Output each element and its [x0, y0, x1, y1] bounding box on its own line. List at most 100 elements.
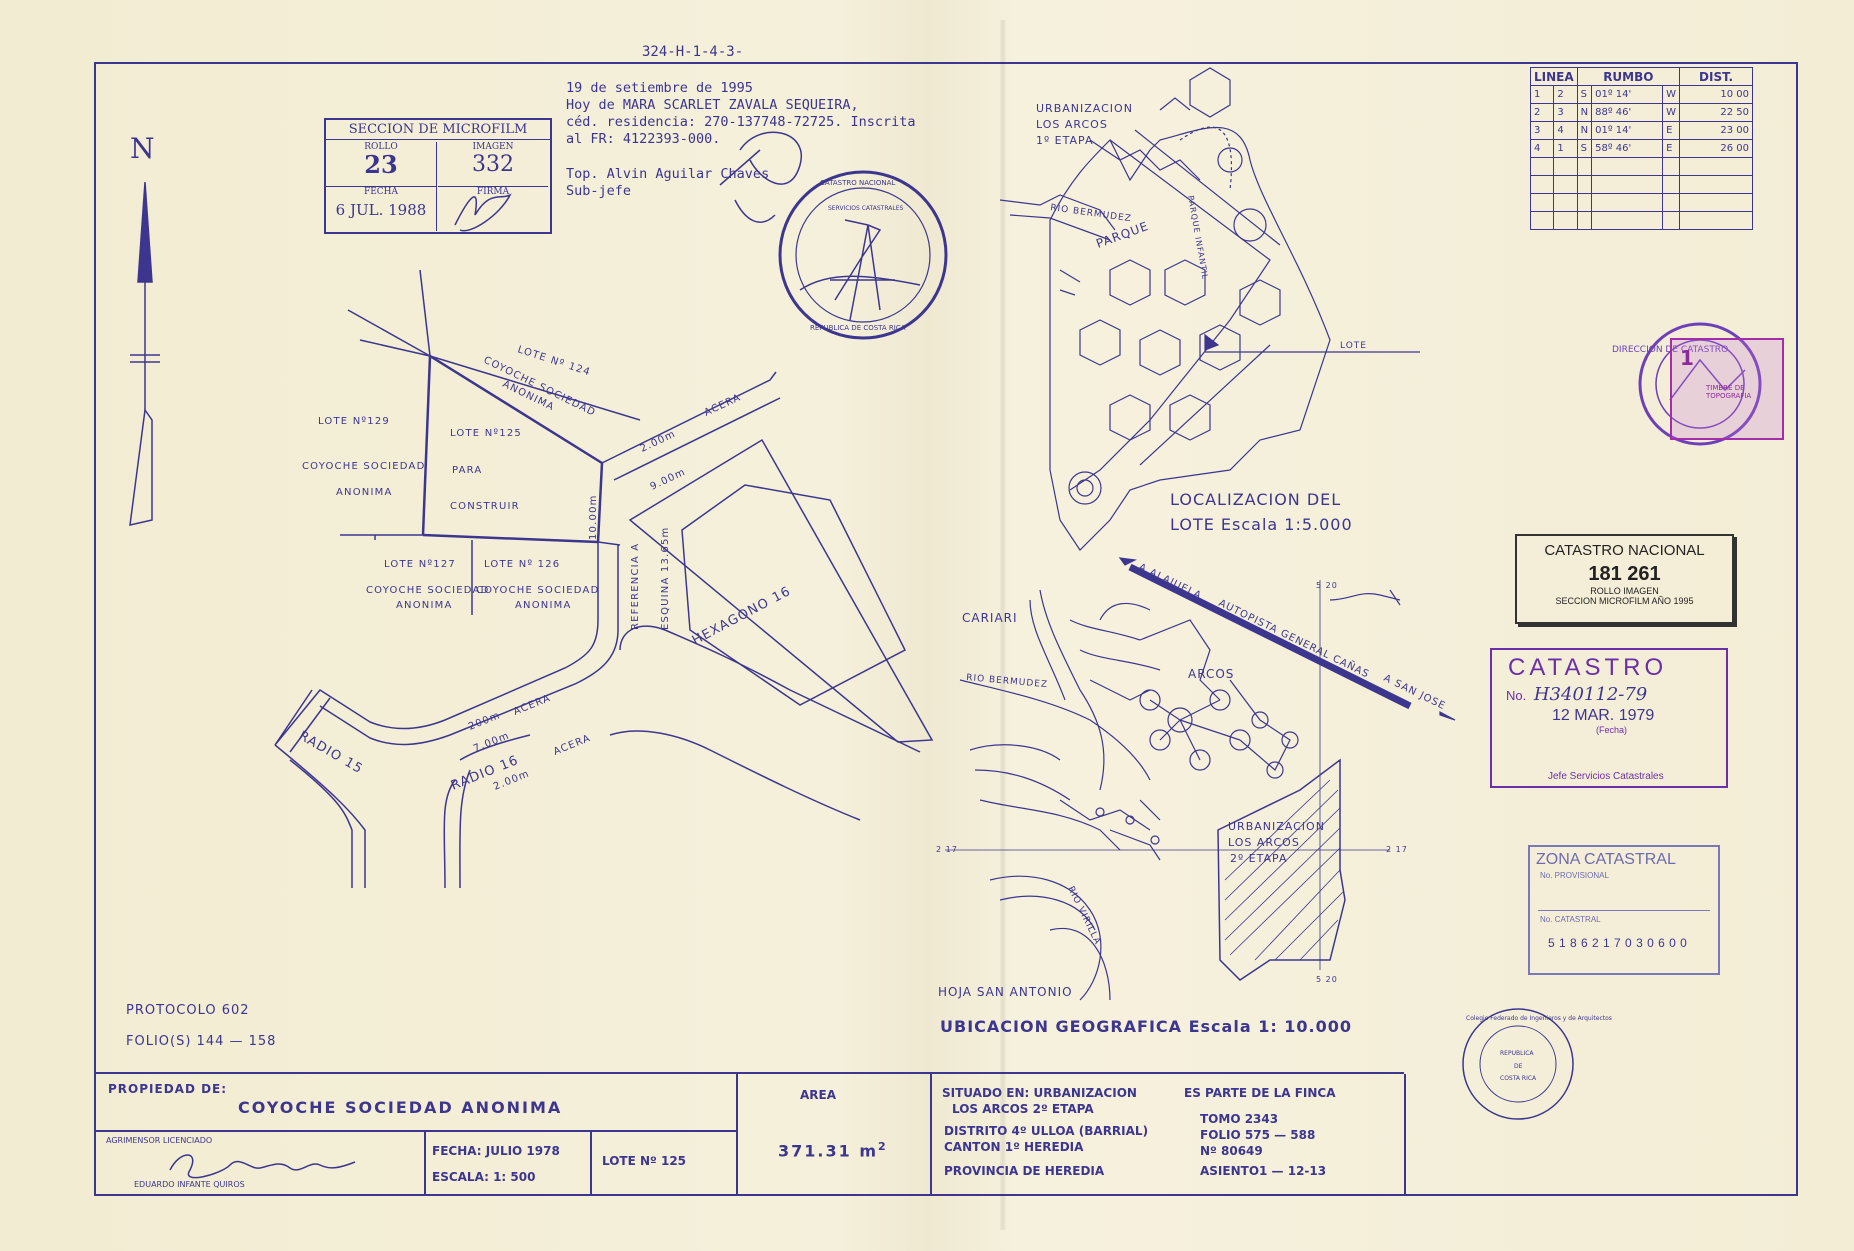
lot-127-label: LOTE Nº127 [384, 559, 456, 570]
propiedad-label: PROPIEDAD DE: [108, 1082, 228, 1096]
folio-finca: FOLIO 575 — 588 [1200, 1128, 1316, 1142]
catastro-jefe: Jefe Servicios Catastrales [1548, 771, 1664, 782]
acera-label-1: ACERA [703, 392, 743, 419]
zona-cat: No. CATASTRAL [1540, 915, 1601, 924]
note-line-4: al FR: 4122393-000. [566, 131, 721, 147]
hoja-label: HOJA SAN ANTONIO [938, 985, 1073, 999]
propiedad-value: COYOCHE SOCIEDAD ANONIMA [238, 1098, 563, 1117]
grid-label-bottom: 5 20 [1316, 975, 1338, 984]
table-row [1529, 175, 1754, 194]
depth-10m: 10.00m [588, 494, 599, 540]
tomo: TOMO 2343 [1200, 1112, 1279, 1126]
table-row [1529, 157, 1754, 176]
fecha-escala-cell: FECHA: JULIO 1978 ESCALA: 1: 500 [426, 1132, 592, 1194]
lot-125-use2: CONSTRUIR [450, 501, 520, 512]
catastro-fecha: (Fecha) [1596, 725, 1628, 735]
cell: 3 [1529, 121, 1555, 140]
cell: W [1662, 85, 1681, 104]
colegio-ring-text: Colegio Federado de Ingenieros y de Arqu… [1466, 1015, 1612, 1022]
location-map [999, 67, 1420, 551]
timbre-stamp: 1 TIMBRE DE TOPOGRAFIA [1670, 338, 1784, 440]
cell: W [1662, 103, 1681, 122]
cariari-label: CARIARI [962, 611, 1018, 625]
lot-126-label: LOTE Nº 126 [484, 559, 560, 570]
cell: 4 [1553, 121, 1578, 140]
acera-label-3: ACERA [552, 733, 593, 758]
lot-127-owner1: COYOCHE SOCIEDAD [366, 585, 489, 596]
cell: 01º 14' [1591, 121, 1664, 140]
registration-note: 19 de setiembre de 1995 Hoy de MARA SCAR… [566, 80, 916, 200]
cell: 22 50 [1679, 103, 1754, 122]
cell: 26 00 [1679, 139, 1754, 158]
zona-catastral-box: ZONA CATASTRAL No. PROVISIONAL No. CATAS… [1528, 845, 1720, 975]
situado-line1: SITUADO EN: URBANIZACION [942, 1086, 1137, 1100]
to-san-jose: A SAN JOSE [1382, 673, 1448, 712]
imagen-label: IMAGEN [472, 142, 514, 152]
urb-2-line1: URBANIZACION [1228, 820, 1325, 833]
firma-label: FIRMA [476, 187, 510, 197]
asiento: ASIENTO1 — 12-13 [1200, 1164, 1327, 1178]
zona-prov: No. PROVISIONAL [1540, 871, 1609, 880]
cat-nacional-line1: ROLLO IMAGEN [1590, 586, 1659, 596]
urb-2-line3: 2º ETAPA [1230, 852, 1287, 865]
agrimensor-cell: AGRIMENSOR LICENCIADO EDUARDO INFANTE QU… [94, 1132, 426, 1194]
direccion-stamp-icon [1638, 322, 1762, 446]
header-rumbo: RUMBO [1576, 67, 1681, 86]
center-fold [1000, 20, 1006, 1230]
cell: 3 [1553, 103, 1578, 122]
north-label: N [130, 132, 155, 165]
lot-126-owner2: ANONIMA [515, 600, 572, 611]
escala-value: ESCALA: 1: 500 [432, 1170, 536, 1184]
urb-1-line2: LOS ARCOS [1036, 118, 1108, 131]
table-row [1529, 193, 1754, 212]
zona-number: 5 1 8 6 2 1 7 0 3 0 6 0 0 [1548, 936, 1688, 950]
area-label: AREA [800, 1088, 837, 1102]
cat-nacional-number: 181 261 [1588, 563, 1661, 585]
lot-129-label: LOTE Nº129 [318, 416, 390, 427]
map-frame [94, 62, 1798, 1196]
lot-127-owner2: ANONIMA [396, 600, 453, 611]
cell: S [1576, 139, 1593, 158]
microfilm-title: SECCION DE MICROFILM [326, 120, 550, 140]
cell: 1 [1529, 85, 1555, 104]
ubicacion-title: UBICACION GEOGRAFICA Escala 1: 10.000 [940, 1017, 1352, 1036]
cell: E [1662, 121, 1681, 140]
note-signature [719, 131, 803, 223]
folio-label: FOLIO(S) 144 — 158 [126, 1034, 277, 1049]
numero-finca: Nº 80649 [1200, 1144, 1263, 1158]
parque-label: PARQUE [1094, 219, 1150, 251]
cell: 2 [1553, 85, 1578, 104]
lot-129-owner2: ANONIMA [336, 487, 393, 498]
north-arrow-icon [129, 181, 160, 526]
urb-2-line2: LOS ARCOS [1228, 836, 1300, 849]
catastro-nacional-stamp: CATASTRO NACIONAL 181 261 ROLLO IMAGEN S… [1515, 534, 1734, 624]
note-line-2: Hoy de MARA SCARLET ZAVALA SEQUEIRA, [566, 97, 859, 113]
to-alajuela: A ALAJUELA [1137, 562, 1204, 602]
cell: 4 [1529, 139, 1555, 158]
cell: E [1662, 139, 1681, 158]
note-line-5: Top. Alvin Aguilar Chaves [566, 166, 770, 182]
survey-seal-inner: SERVICIOS CATASTRALES [828, 205, 903, 212]
imagen-value: 332 [472, 152, 514, 177]
survey-seal [778, 170, 948, 340]
rollo-label: ROLLO [364, 142, 398, 152]
cell: S [1576, 85, 1593, 104]
area-cell: AREA 371.31 m2 [738, 1074, 932, 1194]
localizacion-title2: LOTE Escala 1:5.000 [1170, 515, 1353, 534]
protocolo-label: PROTOCOLO 602 [126, 1003, 250, 1018]
cat-nacional-line2: SECCION MICROFILM AÑO 1995 [1555, 596, 1694, 606]
timbre-value: 1 [1680, 346, 1694, 370]
canton: CANTON 1º HEREDIA [944, 1140, 1084, 1154]
catastro-stamp: CATASTRO No. H340112-79 12 MAR. 1979 (Fe… [1490, 648, 1728, 788]
rollo-value: 23 [364, 150, 398, 179]
geographic-map [945, 557, 1456, 1001]
table-row [1529, 211, 1754, 230]
microfilm-stamp: SECCION DE MICROFILM ROLLO 23 IMAGEN 332… [324, 118, 552, 234]
catastro-no-label: No. [1506, 688, 1527, 703]
sidewalk-2m-2: 200m [467, 710, 502, 733]
